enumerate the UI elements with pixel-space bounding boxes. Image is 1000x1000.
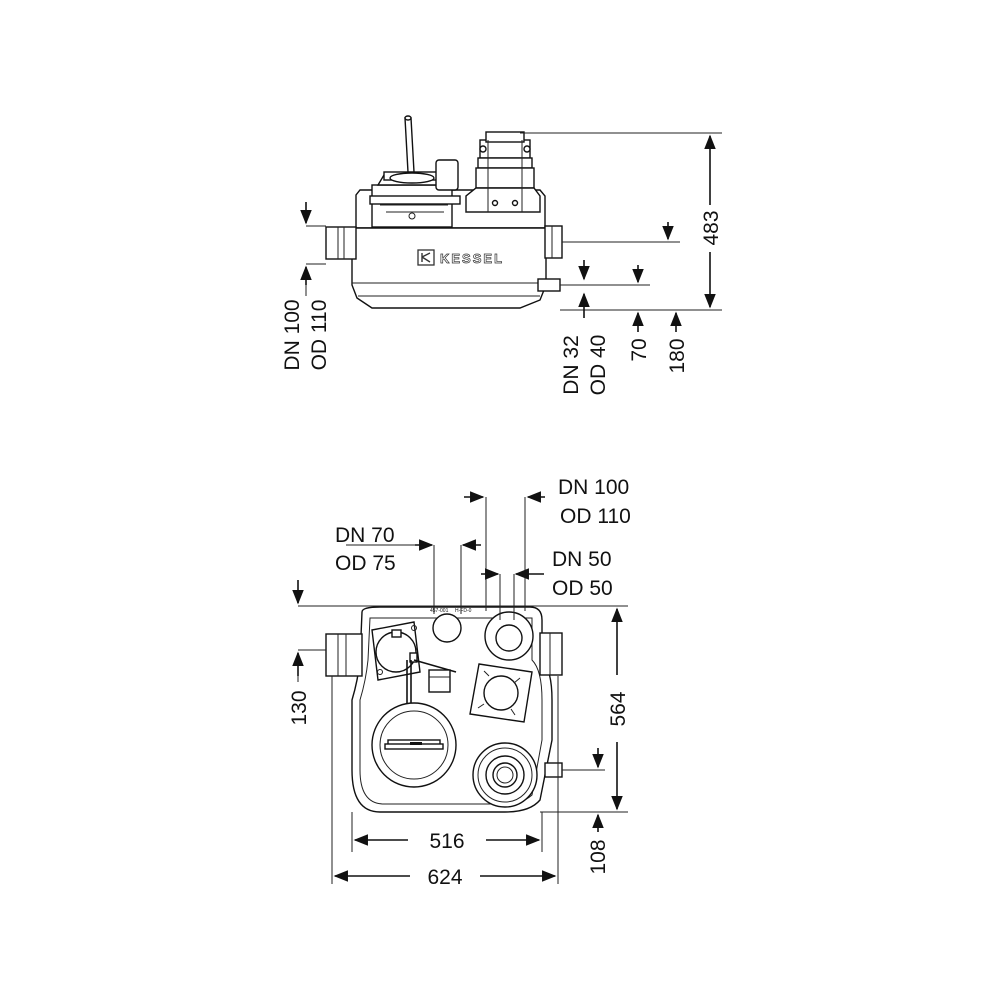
od75-label: OD 75 bbox=[335, 552, 396, 575]
dn100-top-label: DN 100 bbox=[558, 476, 629, 499]
depth-564-label: 564 bbox=[607, 691, 630, 726]
part-label-a: 457-001 bbox=[430, 608, 449, 614]
top-left-inlet bbox=[325, 633, 363, 677]
width-516-label: 516 bbox=[429, 830, 464, 853]
small-pipe bbox=[537, 278, 561, 292]
dn70-label: DN 70 bbox=[335, 524, 395, 547]
od110-side-label: OD 110 bbox=[308, 300, 331, 371]
dim-108-label: 108 bbox=[587, 839, 610, 874]
dn100-side-label: DN 100 bbox=[281, 299, 304, 370]
height-483-label: 483 bbox=[700, 210, 723, 245]
dn32-label: DN 32 bbox=[560, 335, 583, 395]
pump-flange bbox=[472, 742, 538, 808]
right-outlet-stub bbox=[544, 225, 563, 259]
brand-name: KESSEL bbox=[440, 251, 504, 266]
side-view: KESSEL 483 bbox=[281, 115, 723, 396]
top-right-outlet bbox=[539, 632, 563, 676]
width-624-label: 624 bbox=[427, 866, 462, 889]
od50-label: OD 50 bbox=[552, 577, 613, 600]
dim-130-label: 130 bbox=[288, 690, 311, 725]
left-inlet-pipe bbox=[325, 226, 357, 260]
od40-label: OD 40 bbox=[587, 335, 610, 396]
kessel-logo: KESSEL bbox=[417, 249, 504, 266]
od110-top-label: OD 110 bbox=[560, 505, 631, 528]
top-view: 457-001 H-FD-0 bbox=[288, 476, 631, 889]
part-label-b: H-FD-0 bbox=[455, 608, 472, 614]
lever-rod bbox=[404, 117, 415, 173]
dn50-label: DN 50 bbox=[552, 548, 612, 571]
dim-70-label: 70 bbox=[628, 338, 651, 361]
port-dn70-circle bbox=[432, 613, 462, 643]
dim-180-label: 180 bbox=[666, 338, 689, 373]
